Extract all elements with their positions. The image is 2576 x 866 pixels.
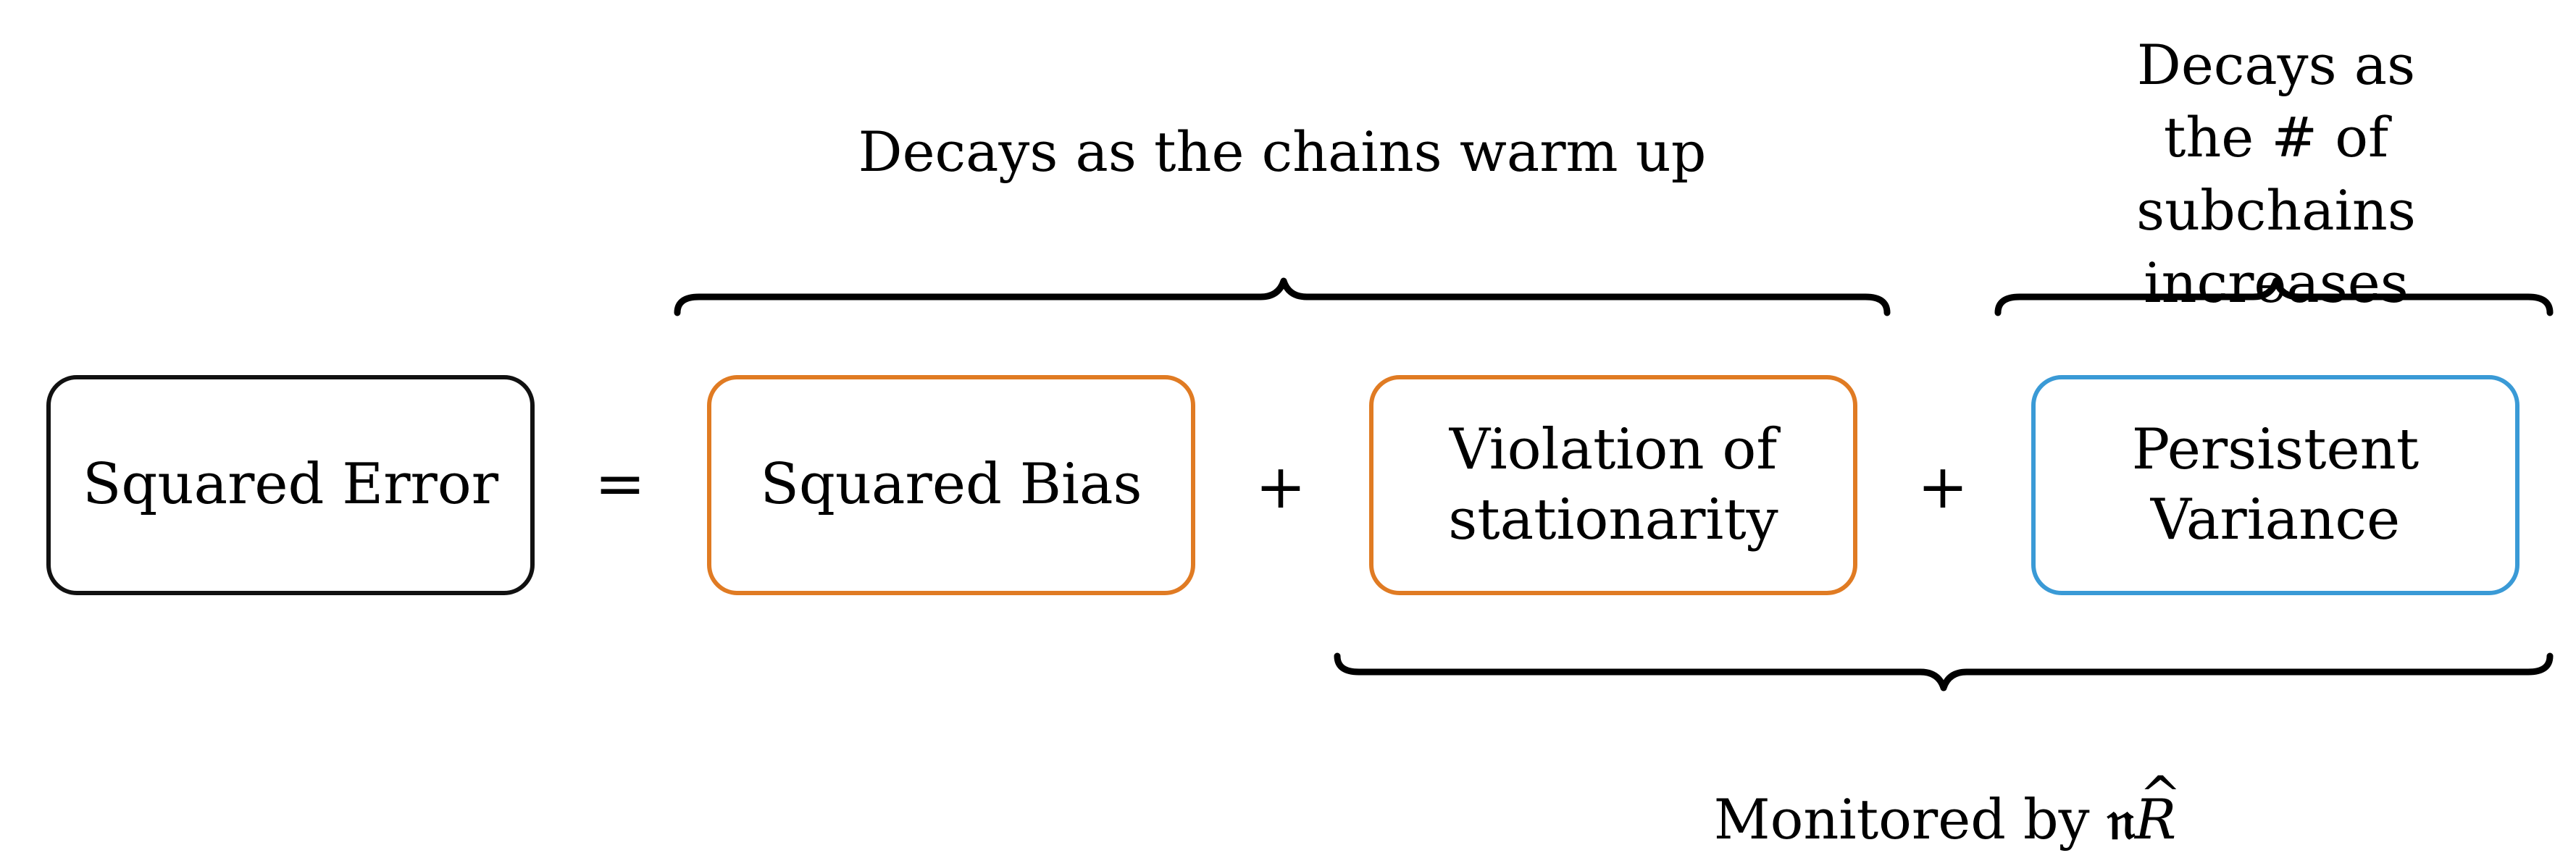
monitored-symbol-r: R: [2134, 787, 2177, 852]
brace-warmup: [674, 277, 1891, 316]
squared-error-box: Squared Error: [46, 375, 535, 595]
violation-box: Violation of stationarity: [1369, 375, 1857, 595]
brace-monitored: [1334, 652, 2554, 691]
persistent-variance-label: Persistent Variance: [2131, 416, 2420, 553]
squared-error-label: Squared Error: [82, 452, 499, 518]
hat-icon: ^: [2138, 765, 2182, 825]
caption-monitored: Monitored by 𝔫^R: [1713, 765, 2182, 856]
equals-sign: =: [594, 448, 646, 519]
violation-label: Violation of stationarity: [1448, 416, 1778, 553]
plus-sign-2: +: [1917, 451, 1969, 522]
r-hat-symbol: ^R: [2134, 765, 2182, 856]
brace-subchains: [1994, 277, 2554, 316]
caption-warmup: Decays as the chains warm up: [858, 119, 1707, 184]
squared-bias-label: Squared Bias: [760, 452, 1142, 518]
plus-sign-1: +: [1255, 451, 1307, 522]
squared-bias-box: Squared Bias: [707, 375, 1195, 595]
persistent-variance-box: Persistent Variance: [2031, 375, 2519, 595]
caption-subchains: Decays as the # of subchains increases: [2136, 33, 2416, 315]
monitored-prefix: Monitored by: [1713, 787, 2107, 852]
monitored-frak-n: 𝔫: [2107, 787, 2135, 852]
